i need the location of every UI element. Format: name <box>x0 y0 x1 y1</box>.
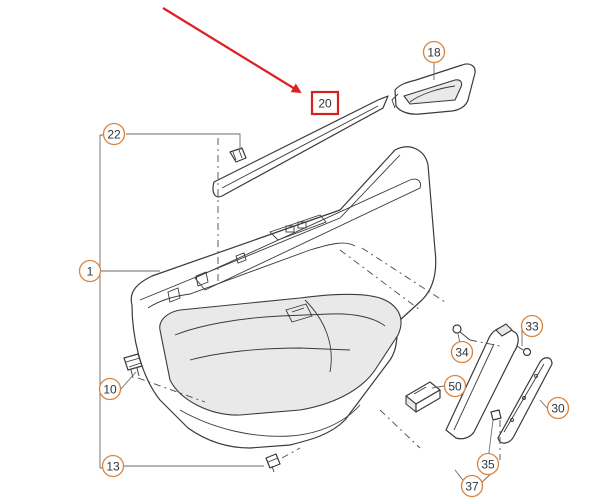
svg-text:18: 18 <box>427 46 441 60</box>
part-37-pull-handle <box>445 323 519 440</box>
part-30-trim-cover <box>497 357 553 444</box>
callout-10[interactable]: 10 <box>98 377 122 401</box>
svg-text:35: 35 <box>481 458 495 472</box>
callout-13[interactable]: 13 <box>101 454 125 478</box>
door-trim-panel <box>130 146 437 449</box>
svg-text:13: 13 <box>106 460 120 474</box>
assembly-phantom-lines <box>137 138 501 460</box>
callout-37[interactable]: 37 <box>460 474 484 498</box>
svg-text:20: 20 <box>318 97 332 111</box>
callout-18[interactable]: 18 <box>422 40 446 64</box>
callout-33[interactable]: 33 <box>520 314 544 338</box>
part-13-clip <box>265 453 281 473</box>
part-35-nut <box>490 409 502 421</box>
svg-text:34: 34 <box>455 346 469 360</box>
svg-text:1: 1 <box>87 265 94 279</box>
part-34-bolt <box>452 324 471 341</box>
callout-34[interactable]: 34 <box>450 340 474 364</box>
svg-text:10: 10 <box>103 383 117 397</box>
callout-50[interactable]: 50 <box>443 374 467 398</box>
part-20-window-trim-strip <box>212 95 389 198</box>
svg-text:50: 50 <box>448 380 462 394</box>
callout-35[interactable]: 35 <box>476 452 500 476</box>
highlight-box <box>310 90 340 116</box>
svg-text:33: 33 <box>525 320 539 334</box>
part-22-clip <box>229 147 247 163</box>
part-33-screw <box>513 343 532 357</box>
callout-30[interactable]: 30 <box>546 396 570 420</box>
part-50-switch-unit <box>405 381 441 413</box>
indicator-arrow <box>162 7 302 94</box>
svg-text:30: 30 <box>551 402 565 416</box>
callout-22[interactable]: 22 <box>102 122 126 146</box>
callout-20-highlighted[interactable]: 20 <box>310 90 340 116</box>
svg-text:22: 22 <box>107 128 121 142</box>
callout-1[interactable]: 1 <box>78 259 102 283</box>
svg-text:37: 37 <box>465 480 479 494</box>
part-10-fastener-clip <box>123 353 143 379</box>
part-18-door-handle <box>391 63 476 115</box>
